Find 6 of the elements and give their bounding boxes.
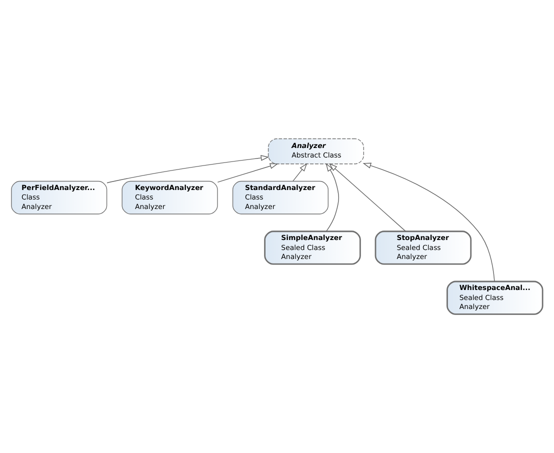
arrow	[328, 163, 406, 232]
arrow	[106, 155, 270, 184]
arrow	[292, 163, 308, 182]
arrow	[326, 163, 340, 232]
arrow	[217, 163, 278, 183]
arrow	[362, 162, 495, 282]
